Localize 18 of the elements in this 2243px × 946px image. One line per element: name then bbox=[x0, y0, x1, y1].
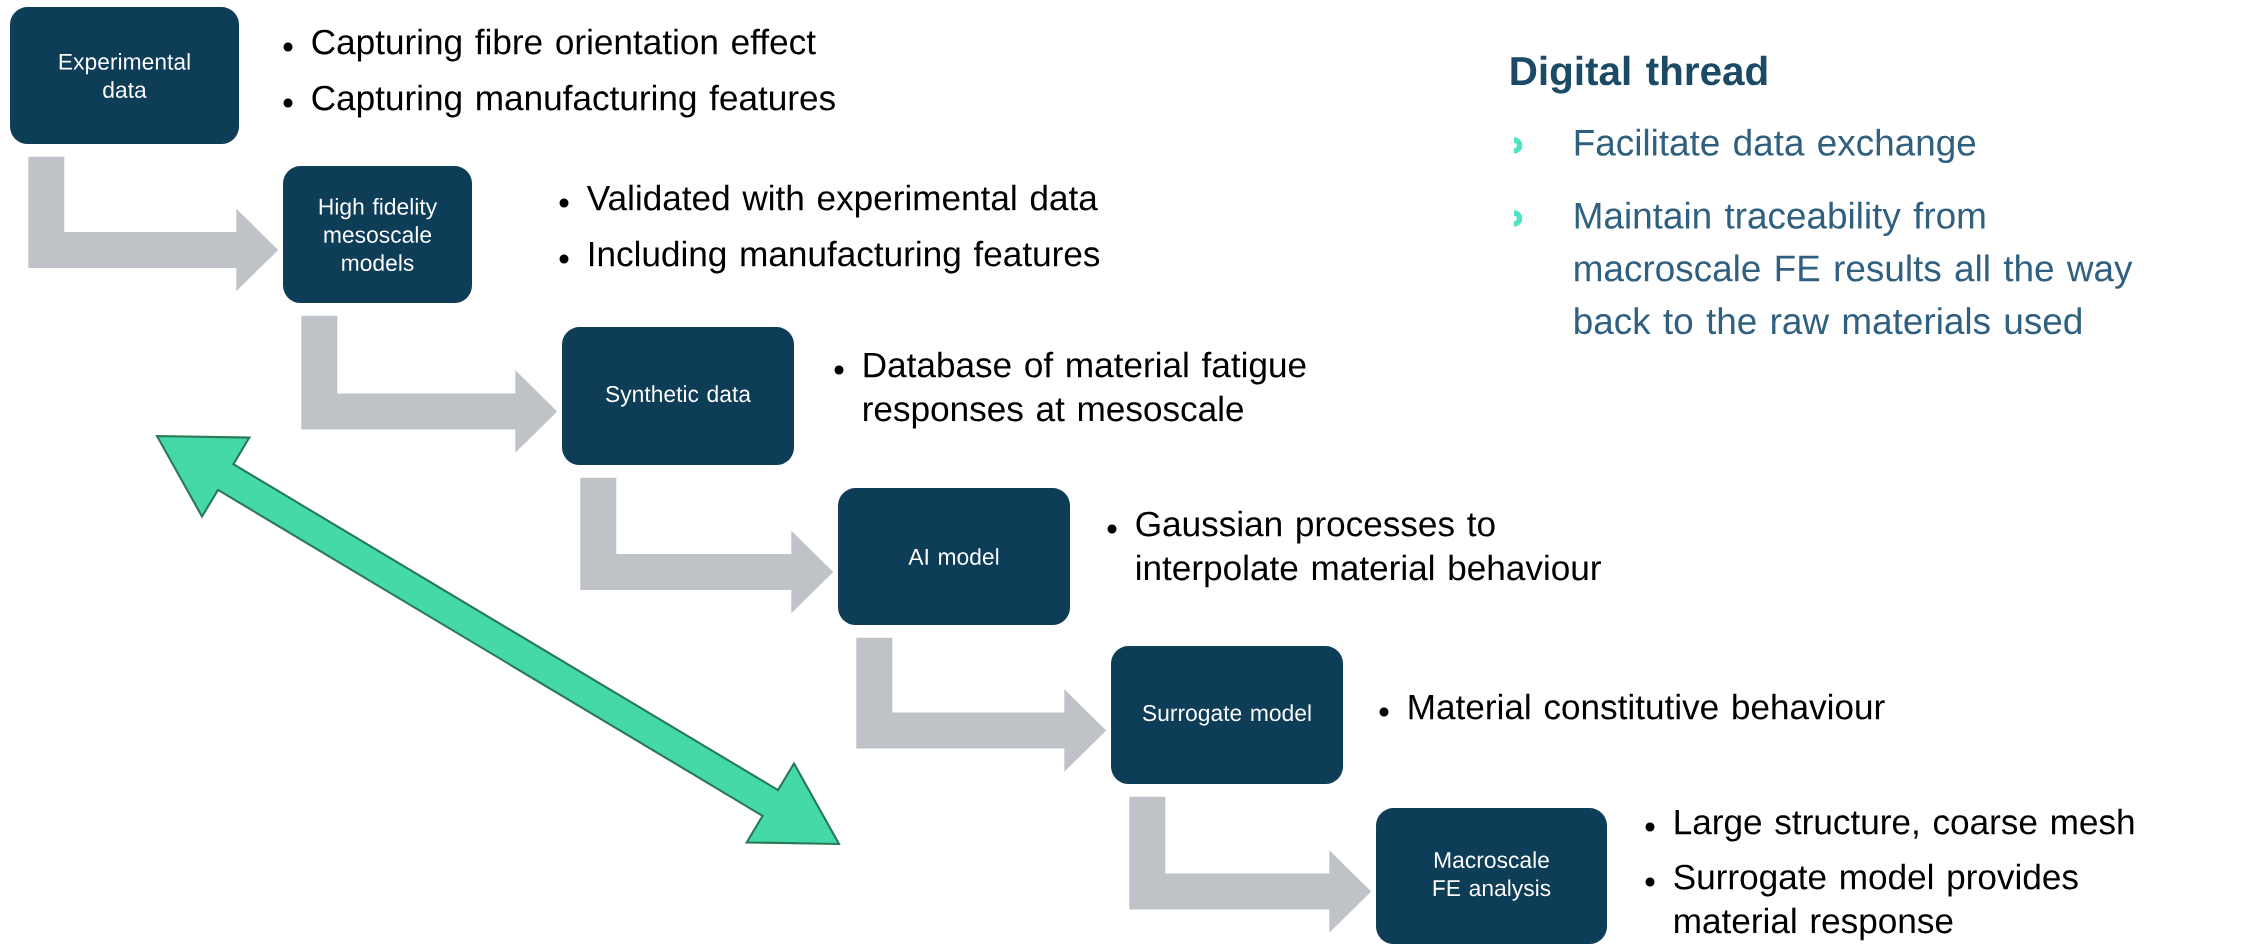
bullet-point: Validated with experimental data bbox=[559, 184, 1098, 218]
process-box: High fidelity mesoscale models bbox=[283, 166, 472, 303]
process-box: Synthetic data bbox=[562, 327, 794, 465]
bullet-point: Material constitutive behaviour bbox=[1379, 693, 1885, 720]
process-box: Surrogate model bbox=[1111, 646, 1343, 784]
chevron-bullet-point: Facilitate data exchange bbox=[1513, 128, 1976, 164]
process-box: Experimental data bbox=[10, 7, 239, 144]
chevron-bullet-point: Maintain traceability from macroscale FE results all the way back to the raw materials used bbox=[1513, 201, 2133, 335]
bullet-point: Large structure, coarse mesh bbox=[1645, 808, 2134, 842]
bullet-point: Gaussian processes to interpolate material behaviour bbox=[1107, 510, 1601, 588]
bullet-point: Surrogate model provides material response bbox=[1645, 863, 2078, 941]
bullet-point: Capturing manufacturing features bbox=[283, 84, 835, 118]
process-box: Macroscale FE analysis bbox=[1376, 808, 1607, 944]
bullet-point: Capturing fibre orientation effect bbox=[283, 28, 816, 62]
bullet-point: Including manufacturing features bbox=[559, 240, 1100, 274]
bullet-point: Database of material fatigue responses at mesoscale bbox=[834, 351, 1306, 429]
heading: Digital thread bbox=[1511, 55, 1767, 94]
process-box: AI model bbox=[838, 488, 1070, 625]
